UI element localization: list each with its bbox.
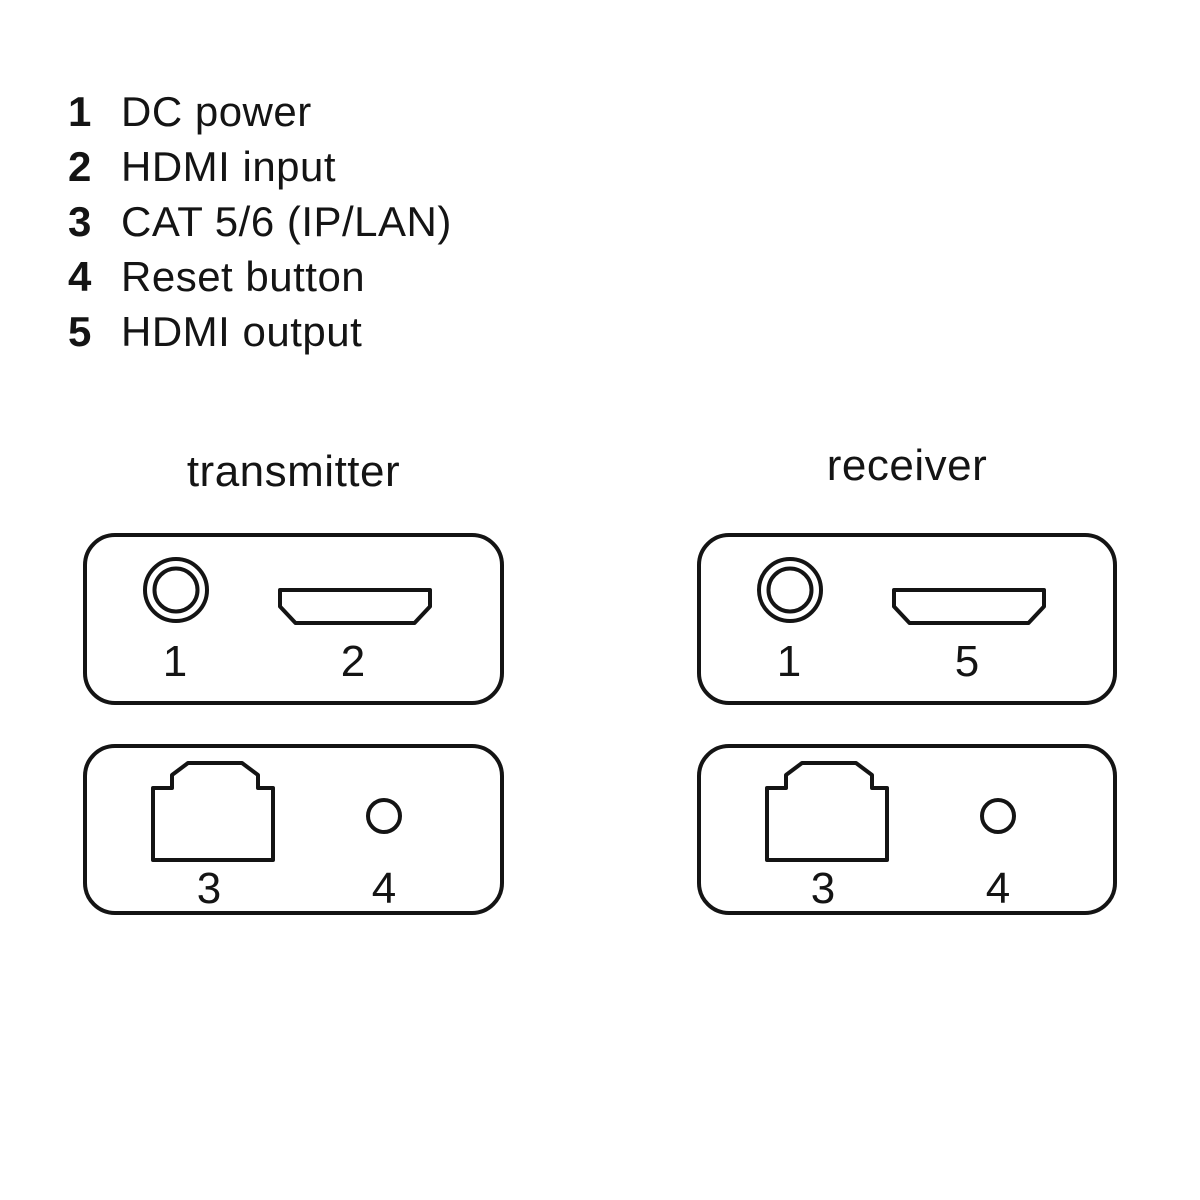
legend-item: 4 Reset button: [68, 249, 452, 304]
legend-item-number: 3: [68, 198, 92, 245]
receiver-top-panel: 1 5: [697, 533, 1117, 705]
legend-item-label: Reset button: [121, 253, 366, 300]
receiver-title: receiver: [826, 441, 988, 490]
port-number: 4: [371, 864, 397, 913]
rj45-port-icon: [763, 759, 891, 864]
transmitter-bottom-panel: 3 4: [83, 744, 504, 915]
legend-item: 2 HDMI input: [68, 139, 452, 194]
legend-item: 5 HDMI output: [68, 304, 452, 359]
port-number: 1: [162, 637, 188, 686]
legend-item-label: CAT 5/6 (IP/LAN): [121, 198, 452, 245]
legend-item-label: DC power: [121, 88, 312, 135]
dc-power-jack-icon: [140, 554, 212, 626]
receiver-bottom-panel: 3 4: [697, 744, 1117, 915]
legend-item-number: 4: [68, 253, 92, 300]
reset-button-icon: [363, 795, 405, 837]
legend-item-number: 1: [68, 88, 92, 135]
dc-power-jack-icon: [754, 554, 826, 626]
legend-item: 3 CAT 5/6 (IP/LAN): [68, 194, 452, 249]
port-number: 4: [985, 864, 1011, 913]
port-number: 3: [810, 864, 836, 913]
hdmi-port-icon: [276, 586, 434, 627]
legend-item-label: HDMI output: [121, 308, 363, 355]
legend: 1 DC power 2 HDMI input 3 CAT 5/6 (IP/LA…: [68, 84, 452, 359]
transmitter-top-panel: 1 2: [83, 533, 504, 705]
hdmi-port-icon: [890, 586, 1048, 627]
rj45-port-icon: [149, 759, 277, 864]
legend-item: 1 DC power: [68, 84, 452, 139]
port-number: 3: [196, 864, 222, 913]
legend-item-number: 5: [68, 308, 92, 355]
port-number: 1: [776, 637, 802, 686]
legend-item-label: HDMI input: [121, 143, 337, 190]
port-number: 5: [954, 637, 980, 686]
port-number: 2: [340, 637, 366, 686]
reset-button-icon: [977, 795, 1019, 837]
transmitter-title: transmitter: [186, 447, 401, 496]
legend-item-number: 2: [68, 143, 92, 190]
